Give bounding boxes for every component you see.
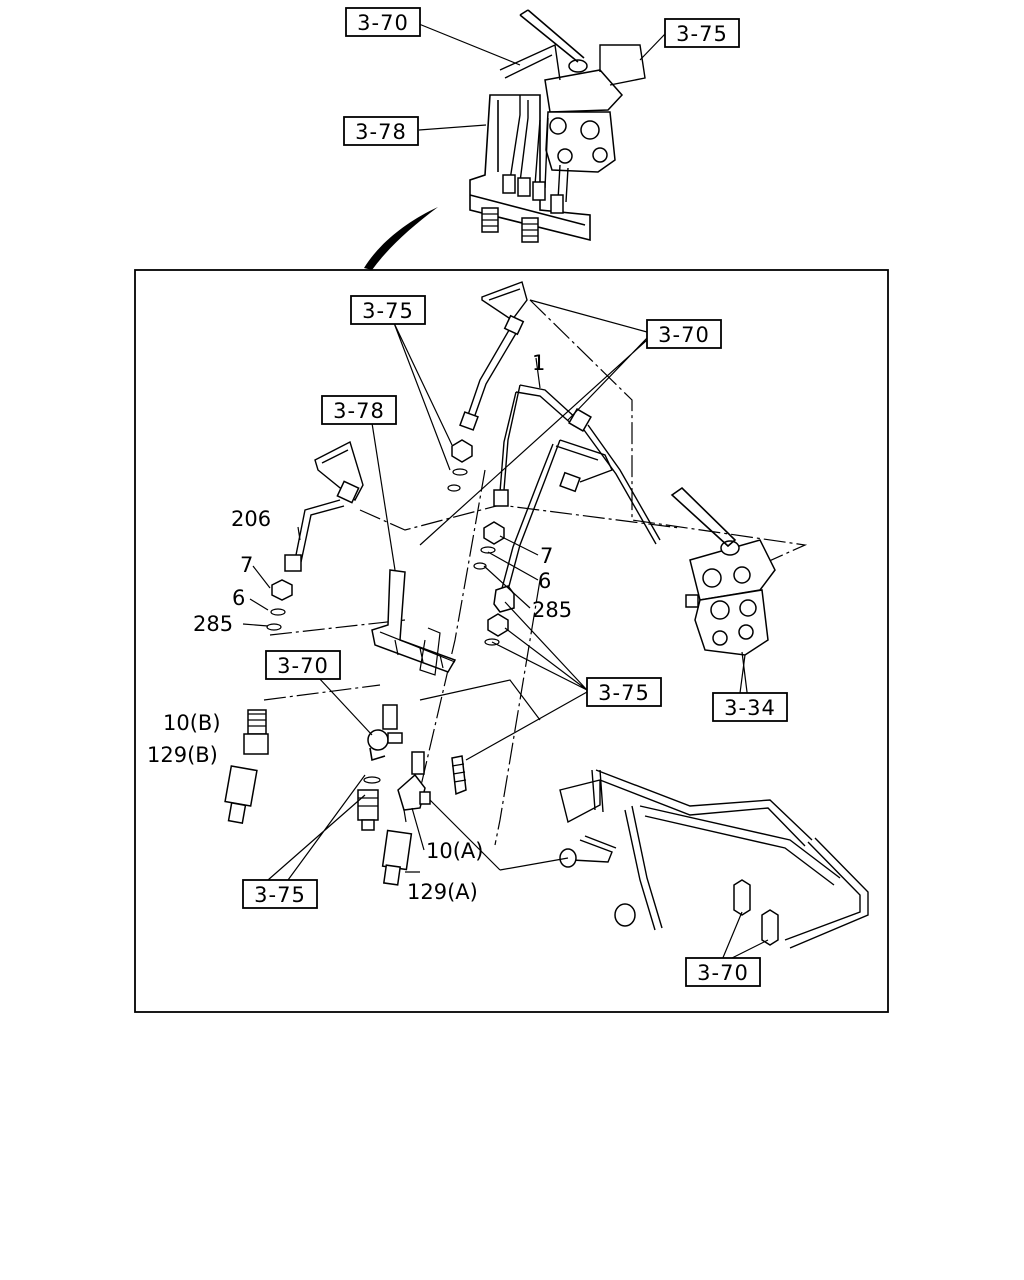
svg-text:3-75: 3-75: [598, 681, 650, 705]
svg-text:3-78: 3-78: [355, 120, 407, 144]
ref-box-3-78[interactable]: 3-78: [321, 395, 397, 425]
part-label-10b: 10(B): [163, 711, 221, 735]
ref-box-3-75-mid[interactable]: 3-75: [586, 677, 662, 707]
detail-frame: [134, 269, 889, 1013]
part-label-285-right: 285: [532, 598, 572, 622]
part-label-129b: 129(B): [147, 743, 218, 767]
ref-box-3-70-right[interactable]: 3-70: [646, 319, 722, 349]
svg-text:3-75: 3-75: [254, 883, 306, 907]
ref-box-top-3-78[interactable]: 3-78: [343, 116, 419, 146]
ref-box-top-3-75[interactable]: 3-75: [664, 18, 740, 48]
part-label-285-left: 285: [193, 612, 233, 636]
ref-box-3-75-top[interactable]: 3-75: [350, 295, 426, 325]
part-label-1: 1: [532, 351, 545, 375]
svg-text:3-70: 3-70: [697, 961, 749, 985]
ref-box-3-34[interactable]: 3-34: [712, 692, 788, 722]
ref-box-3-75-bottom[interactable]: 3-75: [242, 879, 318, 909]
svg-text:3-34: 3-34: [724, 696, 776, 720]
part-label-10a: 10(A): [426, 839, 483, 863]
part-label-7-left: 7: [240, 553, 253, 577]
svg-text:3-75: 3-75: [676, 22, 728, 46]
svg-text:3-70: 3-70: [658, 323, 710, 347]
ref-box-3-70-left[interactable]: 3-70: [265, 650, 341, 680]
svg-text:3-75: 3-75: [362, 299, 414, 323]
part-label-129a: 129(A): [407, 880, 478, 904]
part-label-7-right: 7: [540, 544, 553, 568]
svg-text:3-70: 3-70: [277, 654, 329, 678]
overview-assembly: [469, 9, 646, 243]
svg-text:3-78: 3-78: [333, 399, 385, 423]
ref-box-3-70-bottom[interactable]: 3-70: [685, 957, 761, 987]
part-label-6-left: 6: [232, 586, 245, 610]
detail-assembly: [224, 281, 869, 949]
ref-box-top-3-70[interactable]: 3-70: [345, 7, 421, 37]
zoom-arrow: [364, 207, 438, 270]
svg-text:3-70: 3-70: [357, 11, 409, 35]
part-label-6-right: 6: [538, 569, 551, 593]
part-label-206: 206: [231, 507, 271, 531]
leader-lines: [242, 299, 769, 961]
